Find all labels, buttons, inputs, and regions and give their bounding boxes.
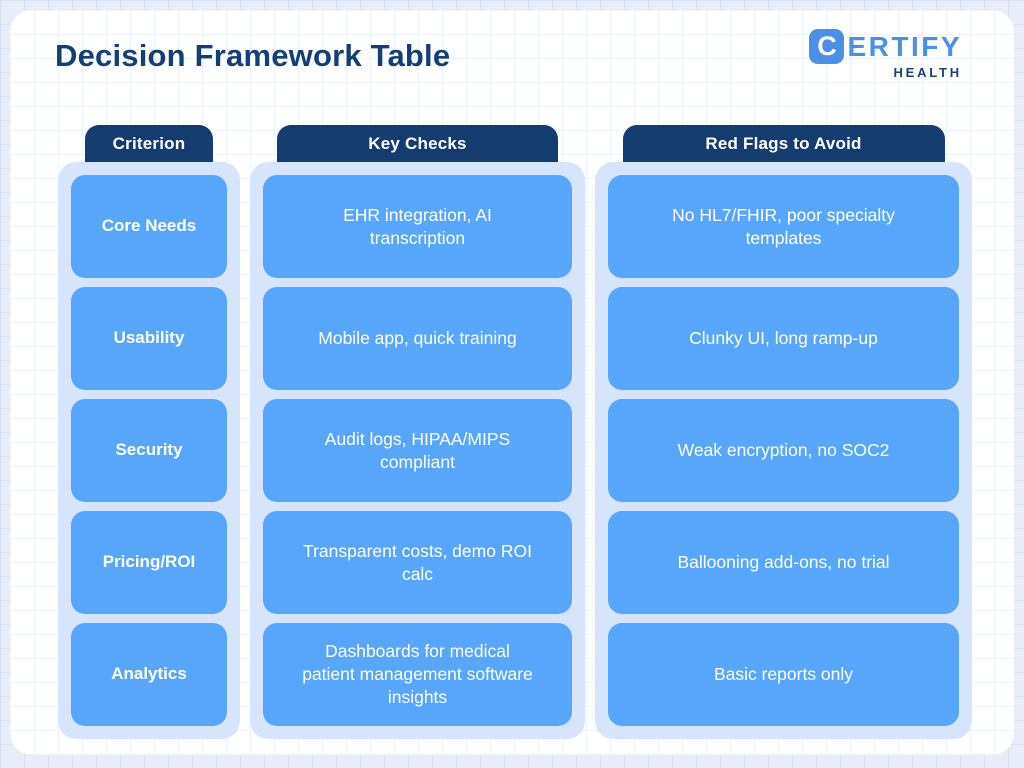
logo-c-badge-icon: C: [809, 29, 845, 64]
table-cell: Core Needs: [71, 175, 227, 278]
table-cell: Weak encryption, no SOC2: [608, 399, 959, 502]
page-title: Decision Framework Table: [55, 38, 451, 73]
table-cell: Analytics: [71, 623, 227, 726]
table-cell: Mobile app, quick training: [263, 287, 572, 390]
logo-subtitle: HEALTH: [893, 65, 962, 80]
table-cell: Usability: [71, 287, 227, 390]
logo-brand-text: ERTIFY: [847, 30, 962, 62]
table-cell: Audit logs, HIPAA/MIPS compliant: [263, 399, 572, 502]
column-header-red-flags-to-avoid: Red Flags to Avoid: [622, 125, 945, 162]
column-header-key-checks: Key Checks: [277, 125, 558, 162]
table-cell: No HL7/FHIR, poor specialty templates: [608, 175, 959, 278]
logo-wordmark: C ERTIFY: [809, 29, 962, 64]
table-cell: EHR integration, AI transcription: [263, 175, 572, 278]
table-cell: Clunky UI, long ramp-up: [608, 287, 959, 390]
column-header-criterion: Criterion: [85, 125, 213, 162]
table-cell: Security: [71, 399, 227, 502]
table-cell: Basic reports only: [608, 623, 959, 726]
table-cell: Ballooning add-ons, no trial: [608, 511, 959, 614]
certify-health-logo: C ERTIFY HEALTH: [809, 29, 962, 80]
table-cell: Transparent costs, demo ROI calc: [263, 511, 572, 614]
table-cell: Dashboards for medical patient managemen…: [263, 623, 572, 726]
table-cell: Pricing/ROI: [71, 511, 227, 614]
